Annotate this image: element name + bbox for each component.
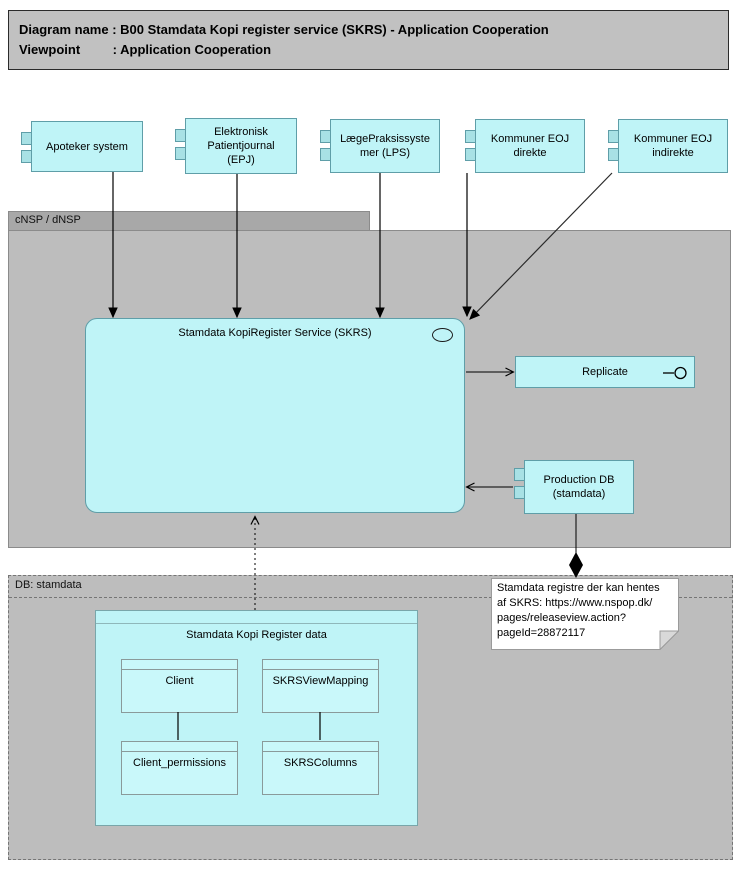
- table-client-permissions: Client_permissions: [121, 741, 238, 795]
- component-label: LægePraksissyste mer (LPS): [330, 119, 440, 173]
- table-client: Client: [121, 659, 238, 713]
- table-label: Client: [165, 675, 194, 687]
- interface-lollipop-icon: [663, 366, 687, 380]
- diagram-title-block: Diagram name : B00 Stamdata Kopi registe…: [8, 10, 729, 70]
- class-top-compartment: [122, 660, 237, 670]
- class-top-compartment: [263, 660, 378, 670]
- application-service-oval-icon: [432, 328, 453, 342]
- table-skrsviewmapping: SKRSViewMapping: [262, 659, 379, 713]
- stamdata-kopi-register-data-box: Stamdata Kopi Register data Client SKRSV…: [95, 610, 418, 826]
- note-text: Stamdata registre der kan hentes af SKRS…: [497, 582, 660, 639]
- group-cnsp-dnsp-header: cNSP / dNSP: [8, 211, 370, 231]
- replicate-label: Replicate: [582, 366, 628, 378]
- group-db-stamdata-label: DB: stamdata: [15, 579, 82, 591]
- table-label: SKRSViewMapping: [272, 675, 369, 687]
- note-shape: [491, 578, 679, 650]
- component-label: Apoteker system: [31, 121, 143, 172]
- class-top-compartment: [263, 742, 378, 752]
- replicate-service-box: Replicate: [515, 356, 695, 388]
- stamdata-kopi-register-data-label: Stamdata Kopi Register data: [186, 629, 327, 641]
- component-label: Elektronisk Patientjournal (EPJ): [185, 118, 297, 174]
- class-top-compartment: [96, 611, 417, 624]
- skrs-service-box: Stamdata KopiRegister Service (SKRS): [85, 318, 465, 513]
- group-db-stamdata-separator: [9, 597, 732, 598]
- note-stamdata-registre: Stamdata registre der kan hentes af SKRS…: [491, 578, 679, 650]
- component-label: Kommuner EOJ direkte: [475, 119, 585, 173]
- component-label: Production DB (stamdata): [524, 460, 634, 514]
- table-label: SKRSColumns: [283, 757, 358, 769]
- table-label: Client_permissions: [133, 757, 226, 769]
- table-skrscolumns: SKRSColumns: [262, 741, 379, 795]
- component-label: Kommuner EOJ indirekte: [618, 119, 728, 173]
- skrs-service-label: Stamdata KopiRegister Service (SKRS): [178, 327, 372, 339]
- class-top-compartment: [122, 742, 237, 752]
